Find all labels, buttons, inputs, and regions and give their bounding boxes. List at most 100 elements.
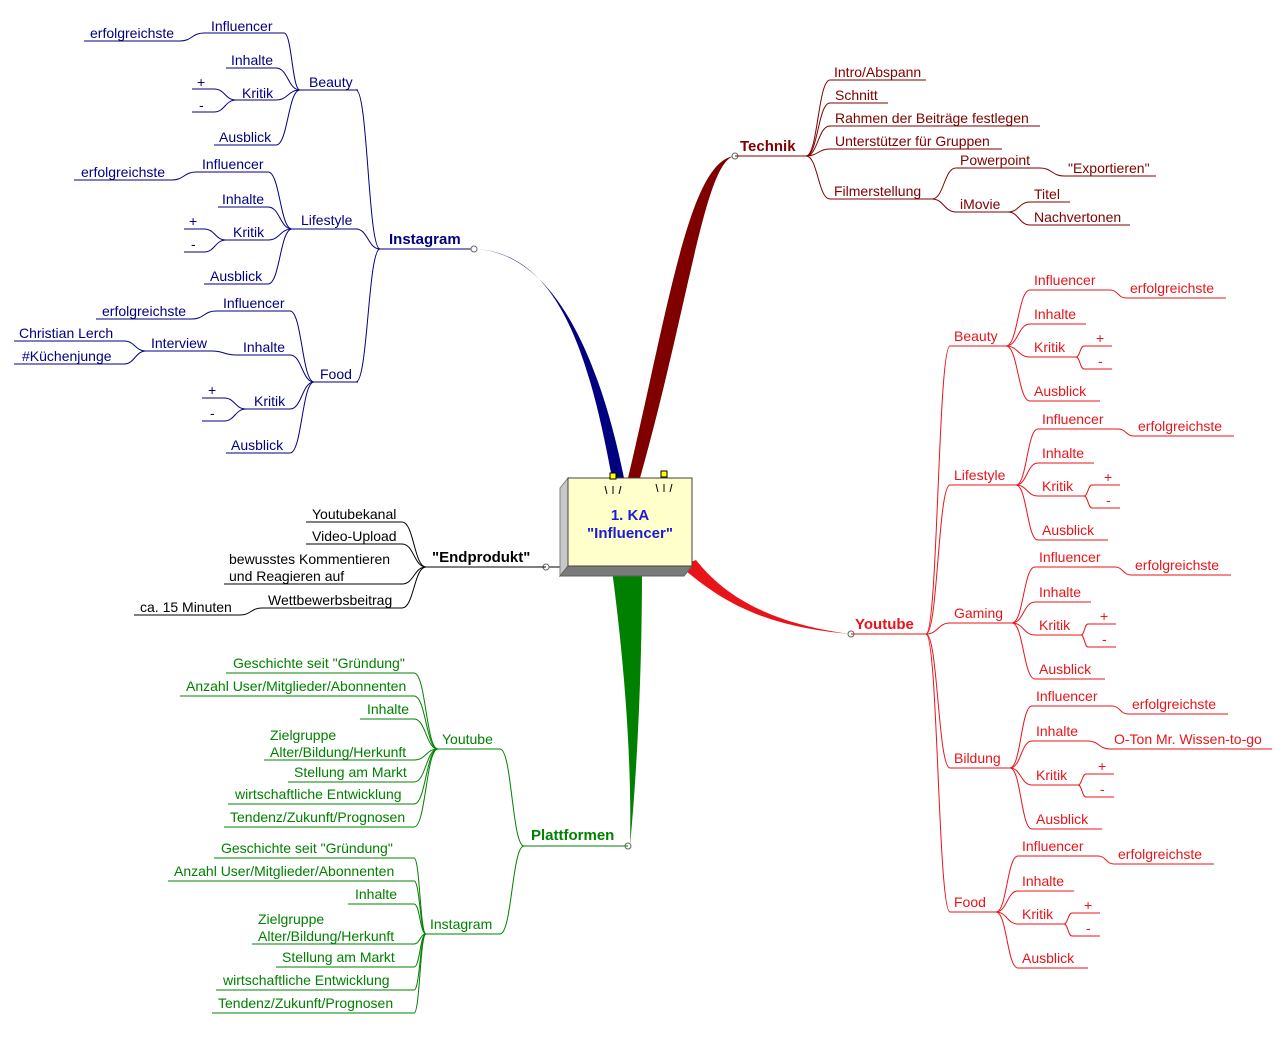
node-plattformen-title[interactable]: Plattformen bbox=[531, 827, 614, 844]
node-instagram-beauty-kritik[interactable]: Kritik bbox=[242, 85, 274, 101]
node-instagram-lifestyle-kritik[interactable]: Kritik bbox=[233, 224, 265, 240]
node-endprodukt-wettbewerb[interactable]: Wettbewerbsbeitrag bbox=[268, 592, 392, 608]
node-instagram-beauty-ausblick[interactable]: Ausblick bbox=[219, 129, 272, 145]
node-instagram-lifestyle-erfolgreichste[interactable]: erfolgreichste bbox=[81, 164, 165, 180]
node-plattformen-youtube-label[interactable]: Youtube bbox=[442, 731, 493, 747]
node-youtube-gaming-erfolgreichste[interactable]: erfolgreichste bbox=[1135, 557, 1219, 573]
node-plattformen-youtube-zielgruppe1[interactable]: Zielgruppe bbox=[270, 727, 336, 743]
node-plattformen-youtube-wirtschaft[interactable]: wirtschaftliche Entwicklung bbox=[234, 786, 402, 802]
node-youtube-gaming-plus[interactable]: + bbox=[1100, 608, 1108, 624]
node-instagram-beauty-label[interactable]: Beauty bbox=[309, 74, 353, 90]
node-technik-nachvertonen[interactable]: Nachvertonen bbox=[1034, 209, 1121, 225]
node-instagram-food-interview[interactable]: Interview bbox=[151, 335, 208, 351]
node-plattformen-instagram-zielgruppe2[interactable]: Alter/Bildung/Herkunft bbox=[258, 928, 394, 944]
node-technik-title[interactable]: Technik bbox=[740, 138, 796, 155]
node-youtube-beauty-inhalte[interactable]: Inhalte bbox=[1034, 306, 1076, 322]
node-technik-exportieren[interactable]: "Exportieren" bbox=[1068, 160, 1150, 176]
node-youtube-gaming-influencer[interactable]: Influencer bbox=[1039, 549, 1101, 565]
node-youtube-gaming-kritik[interactable]: Kritik bbox=[1039, 617, 1071, 633]
node-technik-filmerstellung[interactable]: Filmerstellung bbox=[834, 183, 921, 199]
node-youtube-food-influencer[interactable]: Influencer bbox=[1022, 838, 1084, 854]
node-instagram-food-influencer[interactable]: Influencer bbox=[223, 295, 285, 311]
node-plattformen-youtube-tendenz[interactable]: Tendenz/Zukunft/Prognosen bbox=[230, 809, 405, 825]
node-youtube-bildung-inhalte[interactable]: Inhalte bbox=[1036, 723, 1078, 739]
node-youtube-bildung-minus[interactable]: - bbox=[1100, 781, 1105, 797]
node-instagram-lifestyle-minus[interactable]: - bbox=[191, 236, 196, 252]
node-instagram-food-christian[interactable]: Christian Lerch bbox=[19, 325, 113, 341]
node-instagram-lifestyle-label[interactable]: Lifestyle bbox=[301, 212, 353, 228]
node-technik-schnitt[interactable]: Schnitt bbox=[835, 87, 878, 103]
node-plattformen-instagram-wirtschaft[interactable]: wirtschaftliche Entwicklung bbox=[222, 972, 390, 988]
node-plattformen-instagram-label[interactable]: Instagram bbox=[430, 916, 492, 932]
node-youtube-lifestyle-ausblick[interactable]: Ausblick bbox=[1042, 522, 1095, 538]
center-box[interactable] bbox=[567, 477, 693, 567]
node-plattformen-youtube-zielgruppe2[interactable]: Alter/Bildung/Herkunft bbox=[270, 744, 406, 760]
node-instagram-beauty-plus[interactable]: + bbox=[197, 74, 205, 90]
node-instagram-food-label[interactable]: Food bbox=[320, 366, 352, 382]
node-instagram-lifestyle-ausblick[interactable]: Ausblick bbox=[210, 268, 263, 284]
node-instagram-beauty-minus[interactable]: - bbox=[199, 97, 204, 113]
node-instagram-beauty-inhalte[interactable]: Inhalte bbox=[231, 52, 273, 68]
node-instagram-food-ausblick[interactable]: Ausblick bbox=[231, 437, 284, 453]
node-youtube-bildung-label[interactable]: Bildung bbox=[954, 750, 1001, 766]
node-youtube-bildung-oton[interactable]: O-Ton Mr. Wissen-to-go bbox=[1114, 731, 1262, 747]
node-youtube-beauty-kritik[interactable]: Kritik bbox=[1034, 339, 1066, 355]
node-instagram-food-erfolgreichste[interactable]: erfolgreichste bbox=[102, 303, 186, 319]
node-plattformen-youtube-anzahl[interactable]: Anzahl User/Mitglieder/Abonnenten bbox=[186, 678, 406, 694]
node-plattformen-youtube-inhalte[interactable]: Inhalte bbox=[367, 701, 409, 717]
node-plattformen-youtube-geschichte[interactable]: Geschichte seit "Gründung" bbox=[233, 655, 405, 671]
node-youtube-lifestyle-label[interactable]: Lifestyle bbox=[954, 467, 1006, 483]
node-youtube-lifestyle-plus[interactable]: + bbox=[1104, 469, 1112, 485]
node-instagram-lifestyle-plus[interactable]: + bbox=[189, 213, 197, 229]
node-center-line2[interactable]: "Influencer" bbox=[587, 525, 673, 542]
node-youtube-beauty-plus[interactable]: + bbox=[1096, 330, 1104, 346]
node-youtube-beauty-influencer[interactable]: Influencer bbox=[1034, 272, 1096, 288]
node-youtube-beauty-ausblick[interactable]: Ausblick bbox=[1034, 383, 1087, 399]
node-youtube-food-ausblick[interactable]: Ausblick bbox=[1022, 950, 1075, 966]
node-youtube-beauty-minus[interactable]: - bbox=[1098, 353, 1103, 369]
node-technik-intro[interactable]: Intro/Abspann bbox=[834, 64, 921, 80]
node-instagram-food-inhalte[interactable]: Inhalte bbox=[243, 339, 285, 355]
node-plattformen-instagram-inhalte[interactable]: Inhalte bbox=[355, 886, 397, 902]
node-endprodukt-title[interactable]: "Endprodukt" bbox=[432, 549, 530, 566]
node-plattformen-instagram-anzahl[interactable]: Anzahl User/Mitglieder/Abonnenten bbox=[174, 863, 394, 879]
node-youtube-bildung-ausblick[interactable]: Ausblick bbox=[1036, 811, 1089, 827]
node-instagram-title[interactable]: Instagram bbox=[389, 231, 461, 248]
node-youtube-food-erfolgreichste[interactable]: erfolgreichste bbox=[1118, 846, 1202, 862]
node-plattformen-instagram-stellung[interactable]: Stellung am Markt bbox=[282, 949, 395, 965]
node-instagram-food-kuechenjunge[interactable]: #Küchenjunge bbox=[22, 348, 112, 364]
node-youtube-lifestyle-erfolgreichste[interactable]: erfolgreichste bbox=[1138, 418, 1222, 434]
node-instagram-food-plus[interactable]: + bbox=[208, 382, 216, 398]
node-instagram-lifestyle-inhalte[interactable]: Inhalte bbox=[222, 191, 264, 207]
node-endprodukt-kommentieren1[interactable]: bewusstes Kommentieren bbox=[229, 551, 390, 567]
node-youtube-food-inhalte[interactable]: Inhalte bbox=[1022, 873, 1064, 889]
node-technik-unterstuetzer[interactable]: Unterstützer für Gruppen bbox=[835, 133, 990, 149]
node-technik-imovie[interactable]: iMovie bbox=[960, 196, 1001, 212]
node-youtube-bildung-kritik[interactable]: Kritik bbox=[1036, 767, 1068, 783]
node-technik-powerpoint[interactable]: Powerpoint bbox=[960, 152, 1030, 168]
node-plattformen-youtube-stellung[interactable]: Stellung am Markt bbox=[294, 764, 407, 780]
node-youtube-food-plus[interactable]: + bbox=[1084, 897, 1092, 913]
node-youtube-bildung-plus[interactable]: + bbox=[1098, 758, 1106, 774]
node-youtube-gaming-ausblick[interactable]: Ausblick bbox=[1039, 661, 1092, 677]
node-youtube-food-kritik[interactable]: Kritik bbox=[1022, 906, 1054, 922]
node-youtube-beauty-label[interactable]: Beauty bbox=[954, 328, 998, 344]
node-endprodukt-upload[interactable]: Video-Upload bbox=[312, 528, 397, 544]
node-youtube-lifestyle-inhalte[interactable]: Inhalte bbox=[1042, 445, 1084, 461]
node-endprodukt-youtubekanal[interactable]: Youtubekanal bbox=[312, 506, 396, 522]
node-endprodukt-kommentieren2[interactable]: und Reagieren auf bbox=[229, 568, 344, 584]
node-youtube-lifestyle-kritik[interactable]: Kritik bbox=[1042, 478, 1074, 494]
node-plattformen-instagram-tendenz[interactable]: Tendenz/Zukunft/Prognosen bbox=[218, 995, 393, 1011]
node-youtube-gaming-label[interactable]: Gaming bbox=[954, 605, 1003, 621]
node-youtube-lifestyle-influencer[interactable]: Influencer bbox=[1042, 411, 1104, 427]
node-center-line1[interactable]: 1. KA bbox=[611, 507, 650, 524]
node-instagram-beauty-influencer[interactable]: Influencer bbox=[211, 18, 273, 34]
node-instagram-food-minus[interactable]: - bbox=[210, 405, 215, 421]
node-youtube-gaming-inhalte[interactable]: Inhalte bbox=[1039, 584, 1081, 600]
node-youtube-food-minus[interactable]: - bbox=[1086, 920, 1091, 936]
node-instagram-lifestyle-influencer[interactable]: Influencer bbox=[202, 156, 264, 172]
node-plattformen-instagram-zielgruppe1[interactable]: Zielgruppe bbox=[258, 911, 324, 927]
node-youtube-beauty-erfolgreichste[interactable]: erfolgreichste bbox=[1130, 280, 1214, 296]
node-endprodukt-minuten[interactable]: ca. 15 Minuten bbox=[140, 599, 232, 615]
node-plattformen-instagram-geschichte[interactable]: Geschichte seit "Gründung" bbox=[221, 840, 393, 856]
